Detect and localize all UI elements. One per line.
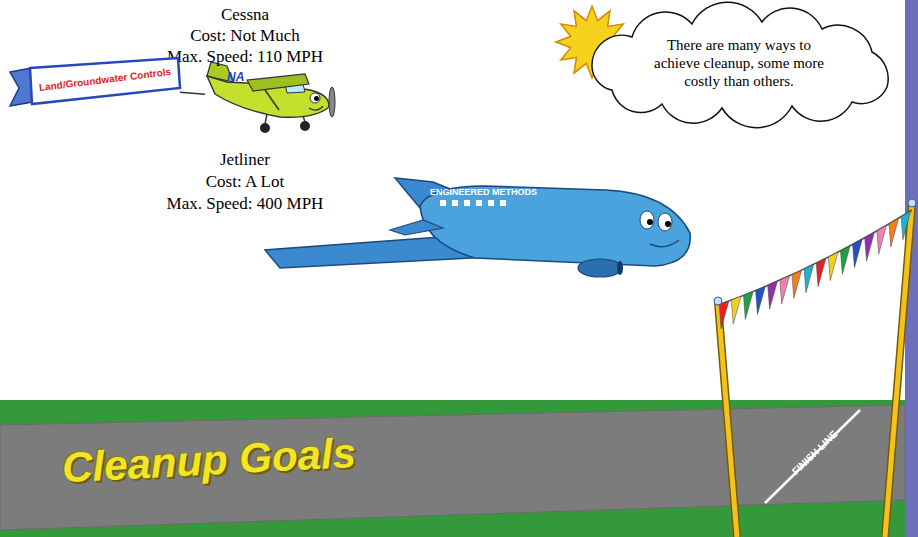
cessna-plane-part [247,74,309,91]
tow-banner: Land/Groundwater Controls [10,58,180,113]
cost-note: Cost: A Lot [145,172,345,192]
sky [0,0,905,400]
jetliner-plane-part [476,200,482,206]
cloud-text: There are many ways to achieve cleanup, … [644,36,834,90]
plane-name: Jetliner [145,150,345,170]
cessna-plane: CessnaCost: Not MuchMax. Speed: 110 MPHN… [205,62,335,137]
jetliner-plane-part [440,200,446,206]
pennant-flag [743,291,753,319]
finish-pole [718,303,737,537]
tow-rope [180,92,205,94]
jetliner-plane-part [650,240,679,247]
pennant-flag [780,276,790,304]
cessna-plane-part [265,114,267,124]
pennant-flag [719,301,729,329]
runway-band-part [765,410,860,503]
tail-marking: NA [227,70,257,84]
plane-name: Cessna [145,5,345,25]
cessna-plane-part [309,106,323,110]
pennant-flag [840,246,850,275]
pennant-flag [901,211,911,240]
pennant-rope [718,210,912,305]
runway-band: Cleanup GoalsFINISH LINE [0,400,905,537]
jetliner-plane-part [452,200,458,206]
jetliner-plane: JetlinerCost: A LotMax. Speed: 400 MPHEN… [255,178,695,278]
cessna-plane-part [310,93,320,103]
cessna-plane-part [265,90,279,110]
jetliner-plane-part [500,200,506,206]
pennant-flag [804,264,814,292]
pennant-flag [731,296,741,324]
cessna-plane-part [260,123,270,133]
jetliner-plane-part [640,211,654,229]
pennant-flag [853,239,863,268]
pennant-flag [792,270,802,298]
jetliner-plane-part [578,259,622,277]
pennant-string [719,211,911,329]
cessna-plane-part [314,96,319,101]
jetliner-plane-part [658,213,672,231]
pennant-flag [889,218,899,247]
tow-banner-part [30,58,180,104]
pole-finial [908,199,916,207]
grass [0,400,905,537]
cessna-plane-part [300,121,310,131]
jetliner-plane-part [665,221,671,227]
fuselage-marking: ENGINEERED METHODS [430,187,540,197]
tow-banner-part [10,68,32,106]
pennant-flag [828,252,838,280]
pennant-flag [756,286,766,314]
cost-note: Cost: Not Much [145,26,345,46]
jetliner-plane-part [647,219,653,225]
finish-pole [885,205,912,537]
pole-finial [714,297,722,305]
jetliner-plane-part [420,186,690,266]
jetliner-plane-part [464,200,470,206]
jetliner-plane-part [617,261,623,275]
speed-note: Max. Speed: 400 MPH [145,194,345,214]
runway-band-part [0,405,905,530]
thought-cloud: There are many ways to achieve cleanup, … [572,2,907,130]
pennant-flag [865,232,875,261]
cessna-plane-part [329,87,335,117]
pennant-flag [877,225,887,254]
pennant-flag [816,258,826,286]
jetliner-plane-part [390,220,443,235]
pole-outline [885,205,912,537]
cessna-plane-outline [205,62,335,137]
jetliner-plane-part [488,200,494,206]
thought-cloud-part [592,2,888,127]
pole-outline [718,303,737,537]
pennant-flag [768,281,778,309]
